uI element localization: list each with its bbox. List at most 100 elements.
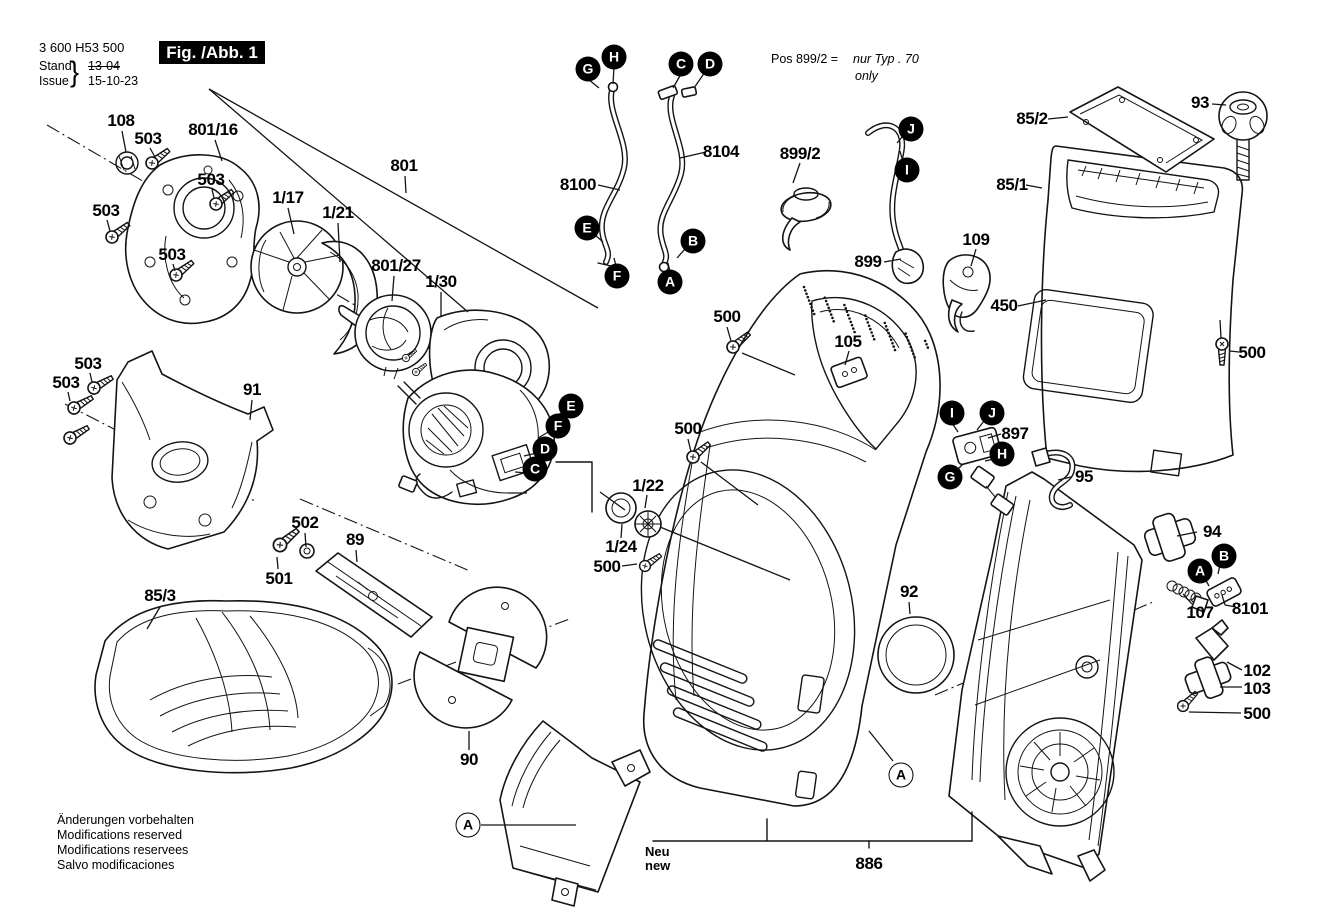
leader-line — [679, 151, 707, 159]
callout-g-filled: G — [937, 464, 963, 490]
callout-c-filled: C — [522, 456, 548, 482]
vent-dot — [826, 303, 829, 306]
part-label-85-1: 85/1 — [996, 175, 1028, 194]
part-label-1-30: 1/30 — [425, 272, 457, 291]
stand-issue-brace: } — [70, 56, 80, 88]
screw-drawing — [63, 425, 90, 445]
part-label-1-17: 1/17 — [272, 188, 304, 207]
gear-cover-801-16-drawing — [124, 154, 260, 325]
vent-dot — [889, 338, 893, 342]
vent-dot — [913, 355, 916, 359]
part-label-1-22: 1/22 — [632, 476, 664, 495]
footer-line-de: Änderungen vorbehalten — [57, 813, 194, 827]
leader-line — [1176, 531, 1198, 537]
stand-value: 13-04 — [88, 59, 120, 73]
knob-93-drawing — [1218, 91, 1268, 181]
part-label-1-21: 1/21 — [322, 203, 354, 222]
vent-dot — [845, 310, 849, 314]
leader-line — [597, 184, 621, 191]
callout-a-outline: A — [888, 762, 914, 788]
issue-label: Issue — [39, 74, 69, 88]
callout-i-filled: I — [894, 157, 920, 183]
vent-dot — [846, 313, 850, 317]
part-label-450: 450 — [990, 296, 1018, 315]
footer-line-es: Salvo modificaciones — [57, 858, 175, 872]
part-label-90: 90 — [459, 750, 479, 769]
leader-line — [304, 532, 307, 548]
vent-dot — [848, 317, 851, 320]
callout-h-filled: H — [989, 441, 1015, 467]
vent-dot — [870, 331, 873, 334]
vent-dot — [827, 306, 830, 310]
callout-a-filled: A — [657, 269, 683, 295]
leader-line — [67, 391, 71, 402]
note-value-2: only — [855, 69, 878, 83]
part-label-801-27: 801/27 — [371, 256, 421, 275]
part-label-94: 94 — [1202, 522, 1222, 541]
vent-dot — [887, 331, 890, 335]
part-label-85-3: 85/3 — [144, 586, 176, 605]
leader-line — [620, 523, 623, 539]
note-pos-899-2: Pos 899/2 = — [771, 52, 839, 66]
vent-dot — [806, 295, 810, 299]
leader-line — [1057, 476, 1072, 481]
leader-line — [844, 350, 850, 366]
leader-lines — [67, 66, 1243, 826]
callout-e-filled: E — [574, 215, 600, 241]
leader-line — [391, 275, 395, 302]
callout-a-filled: A — [1187, 558, 1213, 584]
leader-line — [1221, 594, 1226, 606]
vent-dot — [810, 306, 813, 309]
callout-f-filled: F — [604, 263, 630, 289]
ring-92-drawing — [877, 616, 955, 694]
vent-dot — [892, 345, 895, 348]
leader-line — [1017, 299, 1047, 307]
group-bracket-801-19 — [555, 461, 593, 513]
part-label-93: 93 — [1190, 93, 1210, 112]
leader-line — [404, 175, 407, 194]
neu-label-en: new — [645, 857, 671, 873]
screw-drawing — [1176, 690, 1199, 713]
stand-label: Stand — [39, 59, 72, 73]
part-label-8100: 8100 — [559, 175, 597, 194]
screw-drawing — [87, 375, 114, 395]
vent-dot — [926, 346, 930, 349]
part-label-503: 503 — [158, 245, 186, 264]
leader-line — [1047, 116, 1069, 120]
vent-dot — [849, 320, 853, 324]
nozzle-102-drawing — [1195, 619, 1229, 661]
leader-line — [211, 188, 215, 199]
part-label-500: 500 — [713, 307, 741, 326]
cable-899-drawing — [865, 122, 925, 285]
figure-title: Fig. /Abb. 1 — [159, 41, 265, 64]
leader-line — [687, 438, 692, 453]
connector-8101-drawing — [1191, 577, 1242, 613]
vent-dot — [904, 332, 907, 335]
ring-108-drawing — [115, 151, 139, 175]
footer-line-en: Modifications reserved — [57, 828, 183, 842]
part-label-103: 103 — [1243, 679, 1271, 698]
switch-unit-897-drawing — [952, 426, 1015, 516]
leader-line — [1182, 593, 1193, 605]
part-label-501: 501 — [265, 569, 293, 588]
leader-801-19-wire — [449, 469, 509, 494]
part-label-502: 502 — [291, 513, 319, 532]
callout-d-filled: D — [697, 51, 723, 77]
leader-line — [741, 352, 796, 376]
callout-b-filled: B — [680, 228, 706, 254]
leader-line — [214, 139, 223, 162]
part-109-drawing — [942, 254, 991, 333]
leader-line — [908, 601, 911, 615]
leader-line — [676, 248, 686, 259]
vent-dot — [804, 289, 807, 292]
vent-dot — [809, 302, 812, 306]
leader-line — [208, 88, 599, 309]
vent-dot — [906, 339, 910, 342]
vent-dot — [824, 299, 828, 303]
screw-drawing — [105, 221, 131, 244]
vent-dot — [852, 327, 855, 330]
leader-line — [337, 222, 341, 263]
callout-g-filled: G — [575, 56, 601, 82]
vent-dot — [883, 321, 887, 325]
leader-line — [287, 207, 295, 235]
